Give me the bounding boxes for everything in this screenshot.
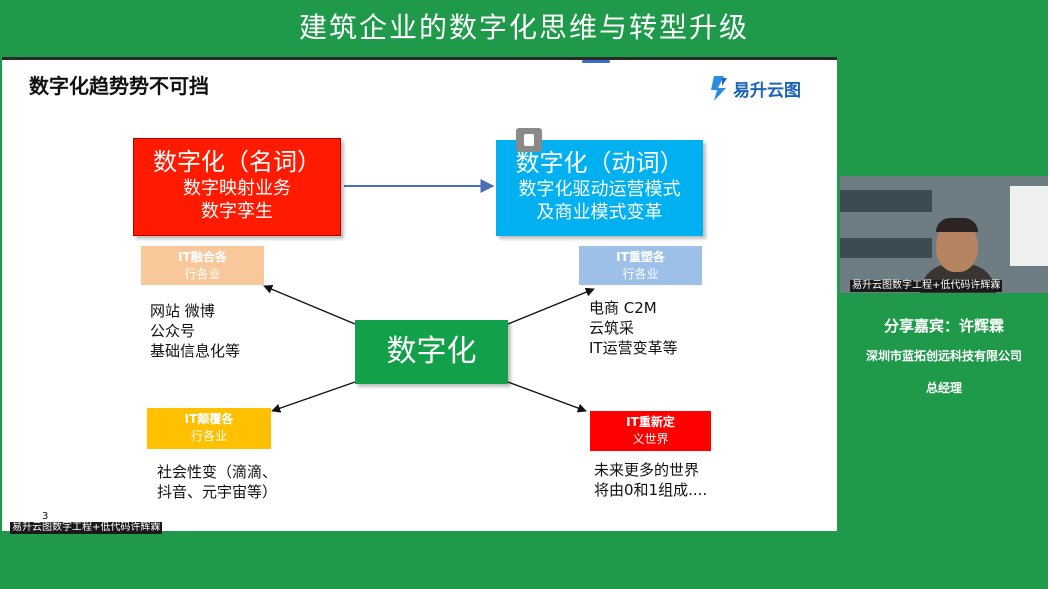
note-line: IT运营变革等 bbox=[589, 339, 678, 357]
arrow-bottom-left bbox=[271, 381, 356, 413]
presentation-slide: 数字化趋势势不可挡 易升云图 数字化（名词） 数字映射业务 数字孪生 数字化（动… bbox=[2, 57, 837, 534]
yisheng-logo-icon bbox=[711, 76, 727, 101]
brand-logo: 易升云图 bbox=[708, 74, 801, 102]
wall-stripe bbox=[840, 238, 932, 258]
note-bottom-left: 社会性变（滴滴、 抖音、元宇宙等） bbox=[157, 462, 277, 502]
noun-box: 数字化（名词） 数字映射业务 数字孪生 bbox=[133, 138, 341, 236]
logo-text: 易升云图 bbox=[733, 80, 801, 101]
tag-top-right: IT重塑各 行各业 bbox=[579, 246, 702, 285]
tag-bottom-left-line2: 行各业 bbox=[190, 429, 227, 443]
speaker-webcam bbox=[840, 176, 1048, 293]
note-top-right: 电商 C2M 云筑采 IT运营变革等 bbox=[589, 298, 678, 358]
webcam-caption: 易升云图数字工程+低代码许辉霖 bbox=[850, 280, 1003, 292]
note-top-left: 网站 微博 公众号 基础信息化等 bbox=[150, 301, 240, 361]
drag-handle[interactable] bbox=[582, 60, 610, 63]
tag-top-right-line2: 行各业 bbox=[622, 267, 659, 281]
note-line: 电商 C2M bbox=[589, 299, 657, 317]
page-number: 3 bbox=[42, 511, 49, 522]
note-line: 社会性变（滴滴、 bbox=[157, 463, 278, 481]
video-control-icon[interactable] bbox=[516, 128, 542, 152]
speaker-name: 分享嘉宾：许辉霖 bbox=[883, 317, 1004, 335]
arrow-top-right bbox=[507, 287, 595, 325]
note-line: 云筑采 bbox=[589, 319, 635, 337]
note-line: 抖音、元宇宙等） bbox=[157, 483, 278, 501]
wall-panel bbox=[1010, 186, 1048, 266]
tag-top-left-line2: 行各业 bbox=[184, 267, 221, 281]
speaker-position: 总经理 bbox=[925, 381, 962, 395]
noun-line-2: 数字孪生 bbox=[201, 201, 273, 222]
verb-line-2: 及商业模式变革 bbox=[536, 202, 663, 223]
tag-bottom-right: IT重新定 义世界 bbox=[590, 411, 711, 451]
note-line: 公众号 bbox=[150, 322, 196, 340]
page-title: 建筑企业的数字化思维与转型升级 bbox=[298, 11, 749, 44]
tag-bottom-right-line1: IT重新定 bbox=[626, 415, 675, 429]
note-line: 未来更多的世界 bbox=[594, 461, 700, 479]
tag-bottom-right-line2: 义世界 bbox=[632, 432, 669, 446]
tag-top-left: IT融合各 行各业 bbox=[141, 246, 264, 285]
tag-bottom-left-line1: IT颠覆各 bbox=[184, 412, 234, 426]
tag-bottom-left: IT颠覆各 行各业 bbox=[147, 408, 271, 449]
arrow-bottom-right bbox=[507, 381, 587, 413]
note-line: 基础信息化等 bbox=[150, 342, 241, 360]
diagram-arrows bbox=[263, 179, 595, 413]
verb-box: 数字化（动词） 数字化驱动运营模式 及商业模式变革 bbox=[496, 140, 703, 236]
slide-title: 数字化趋势势不可挡 bbox=[29, 74, 209, 98]
tag-top-right-line1: IT重塑各 bbox=[616, 250, 665, 264]
center-box: 数字化 bbox=[355, 320, 508, 384]
speaker-hair bbox=[936, 218, 978, 232]
wall-stripe bbox=[840, 190, 932, 212]
tag-top-left-line1: IT融合各 bbox=[178, 250, 227, 264]
noun-heading: 数字化（名词） bbox=[153, 148, 321, 176]
verb-line-1: 数字化驱动运营模式 bbox=[518, 179, 681, 200]
note-line: 网站 微博 bbox=[150, 302, 215, 320]
verb-heading: 数字化（动词） bbox=[515, 149, 684, 177]
speaker-company: 深圳市蓝拓创远科技有限公司 bbox=[865, 349, 1022, 363]
slide-caption: 易升云图数字工程+低代码许辉霖 bbox=[10, 522, 163, 534]
note-line: 将由0和1组成.... bbox=[594, 481, 708, 499]
arrow-top-left bbox=[263, 284, 356, 325]
noun-line-1: 数字映射业务 bbox=[183, 178, 291, 199]
note-bottom-right: 未来更多的世界 将由0和1组成.... bbox=[594, 460, 707, 500]
